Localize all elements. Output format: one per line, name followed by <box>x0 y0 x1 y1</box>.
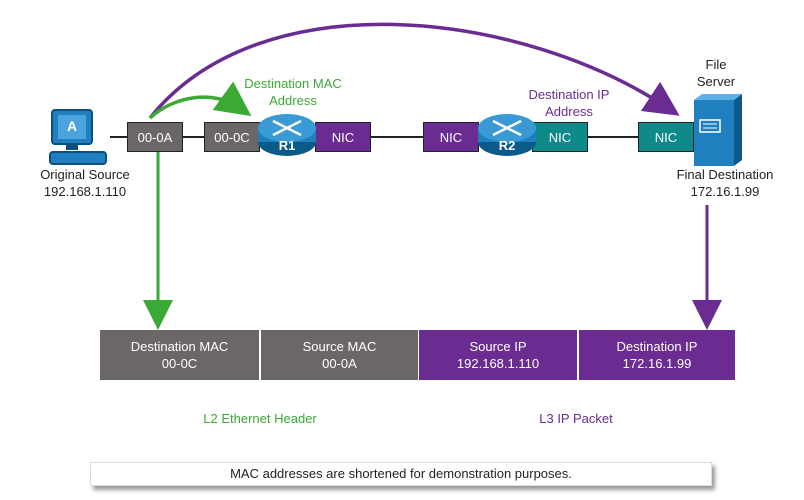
dest-mac-arrow <box>148 81 252 120</box>
r1-in-nic: 00-0C <box>204 122 260 152</box>
dest-ip-label-line2: Address <box>545 104 593 119</box>
dest-mac-label-line2: Address <box>269 93 317 108</box>
router-r1-icon <box>258 114 316 156</box>
frame-dest-ip-value: 172.16.1.99 <box>622 356 692 371</box>
source-nic: 00-0A <box>127 122 183 152</box>
frame-source-mac: Source MAC 00-0A <box>260 330 418 380</box>
r2-out-nic: NIC <box>532 122 588 152</box>
dest-mac-label-line1: Destination MAC <box>244 76 342 91</box>
frame-dest-ip-title: Destination IP <box>616 339 698 354</box>
frame-source-ip-value: 192.168.1.110 <box>456 356 540 371</box>
server-title-line1: File <box>705 57 727 72</box>
frame-dest-mac: Destination MAC 00-0C <box>100 330 259 380</box>
r1-label: R1 <box>278 138 296 153</box>
frame-dest-mac-value: 00-0C <box>161 356 198 371</box>
dest-ip-label-line1: Destination IP <box>528 87 610 102</box>
file-server-icon <box>694 94 742 166</box>
source-ip: 192.168.1.110 <box>43 184 127 199</box>
source-name: Original Source <box>40 167 130 182</box>
r2-label: R2 <box>498 138 516 153</box>
router-r2-icon <box>478 114 536 156</box>
l2-header-label: L2 Ethernet Header <box>203 411 317 426</box>
dest-ip-arrow <box>148 22 680 120</box>
server-nic: NIC <box>638 122 694 152</box>
frame-source-ip: Source IP 192.168.1.110 <box>419 330 577 380</box>
server-ip: 172.16.1.99 <box>690 184 760 199</box>
r2-in-nic: NIC <box>423 122 479 152</box>
pc-icon <box>49 109 107 165</box>
frame-source-mac-title: Source MAC <box>302 339 377 354</box>
frame-source-mac-value: 00-0A <box>322 356 357 371</box>
server-title-line2: Server <box>696 74 736 89</box>
frame-dest-ip: Destination IP 172.16.1.99 <box>578 330 735 380</box>
footnote: MAC addresses are shortened for demonstr… <box>90 462 712 486</box>
server-name: Final Destination <box>676 167 774 182</box>
frame-dest-mac-title: Destination MAC <box>130 339 229 354</box>
frame-source-ip-title: Source IP <box>469 339 527 354</box>
pc-label: A <box>66 118 78 134</box>
r1-out-nic: NIC <box>315 122 371 152</box>
l3-packet-label: L3 IP Packet <box>539 411 613 426</box>
